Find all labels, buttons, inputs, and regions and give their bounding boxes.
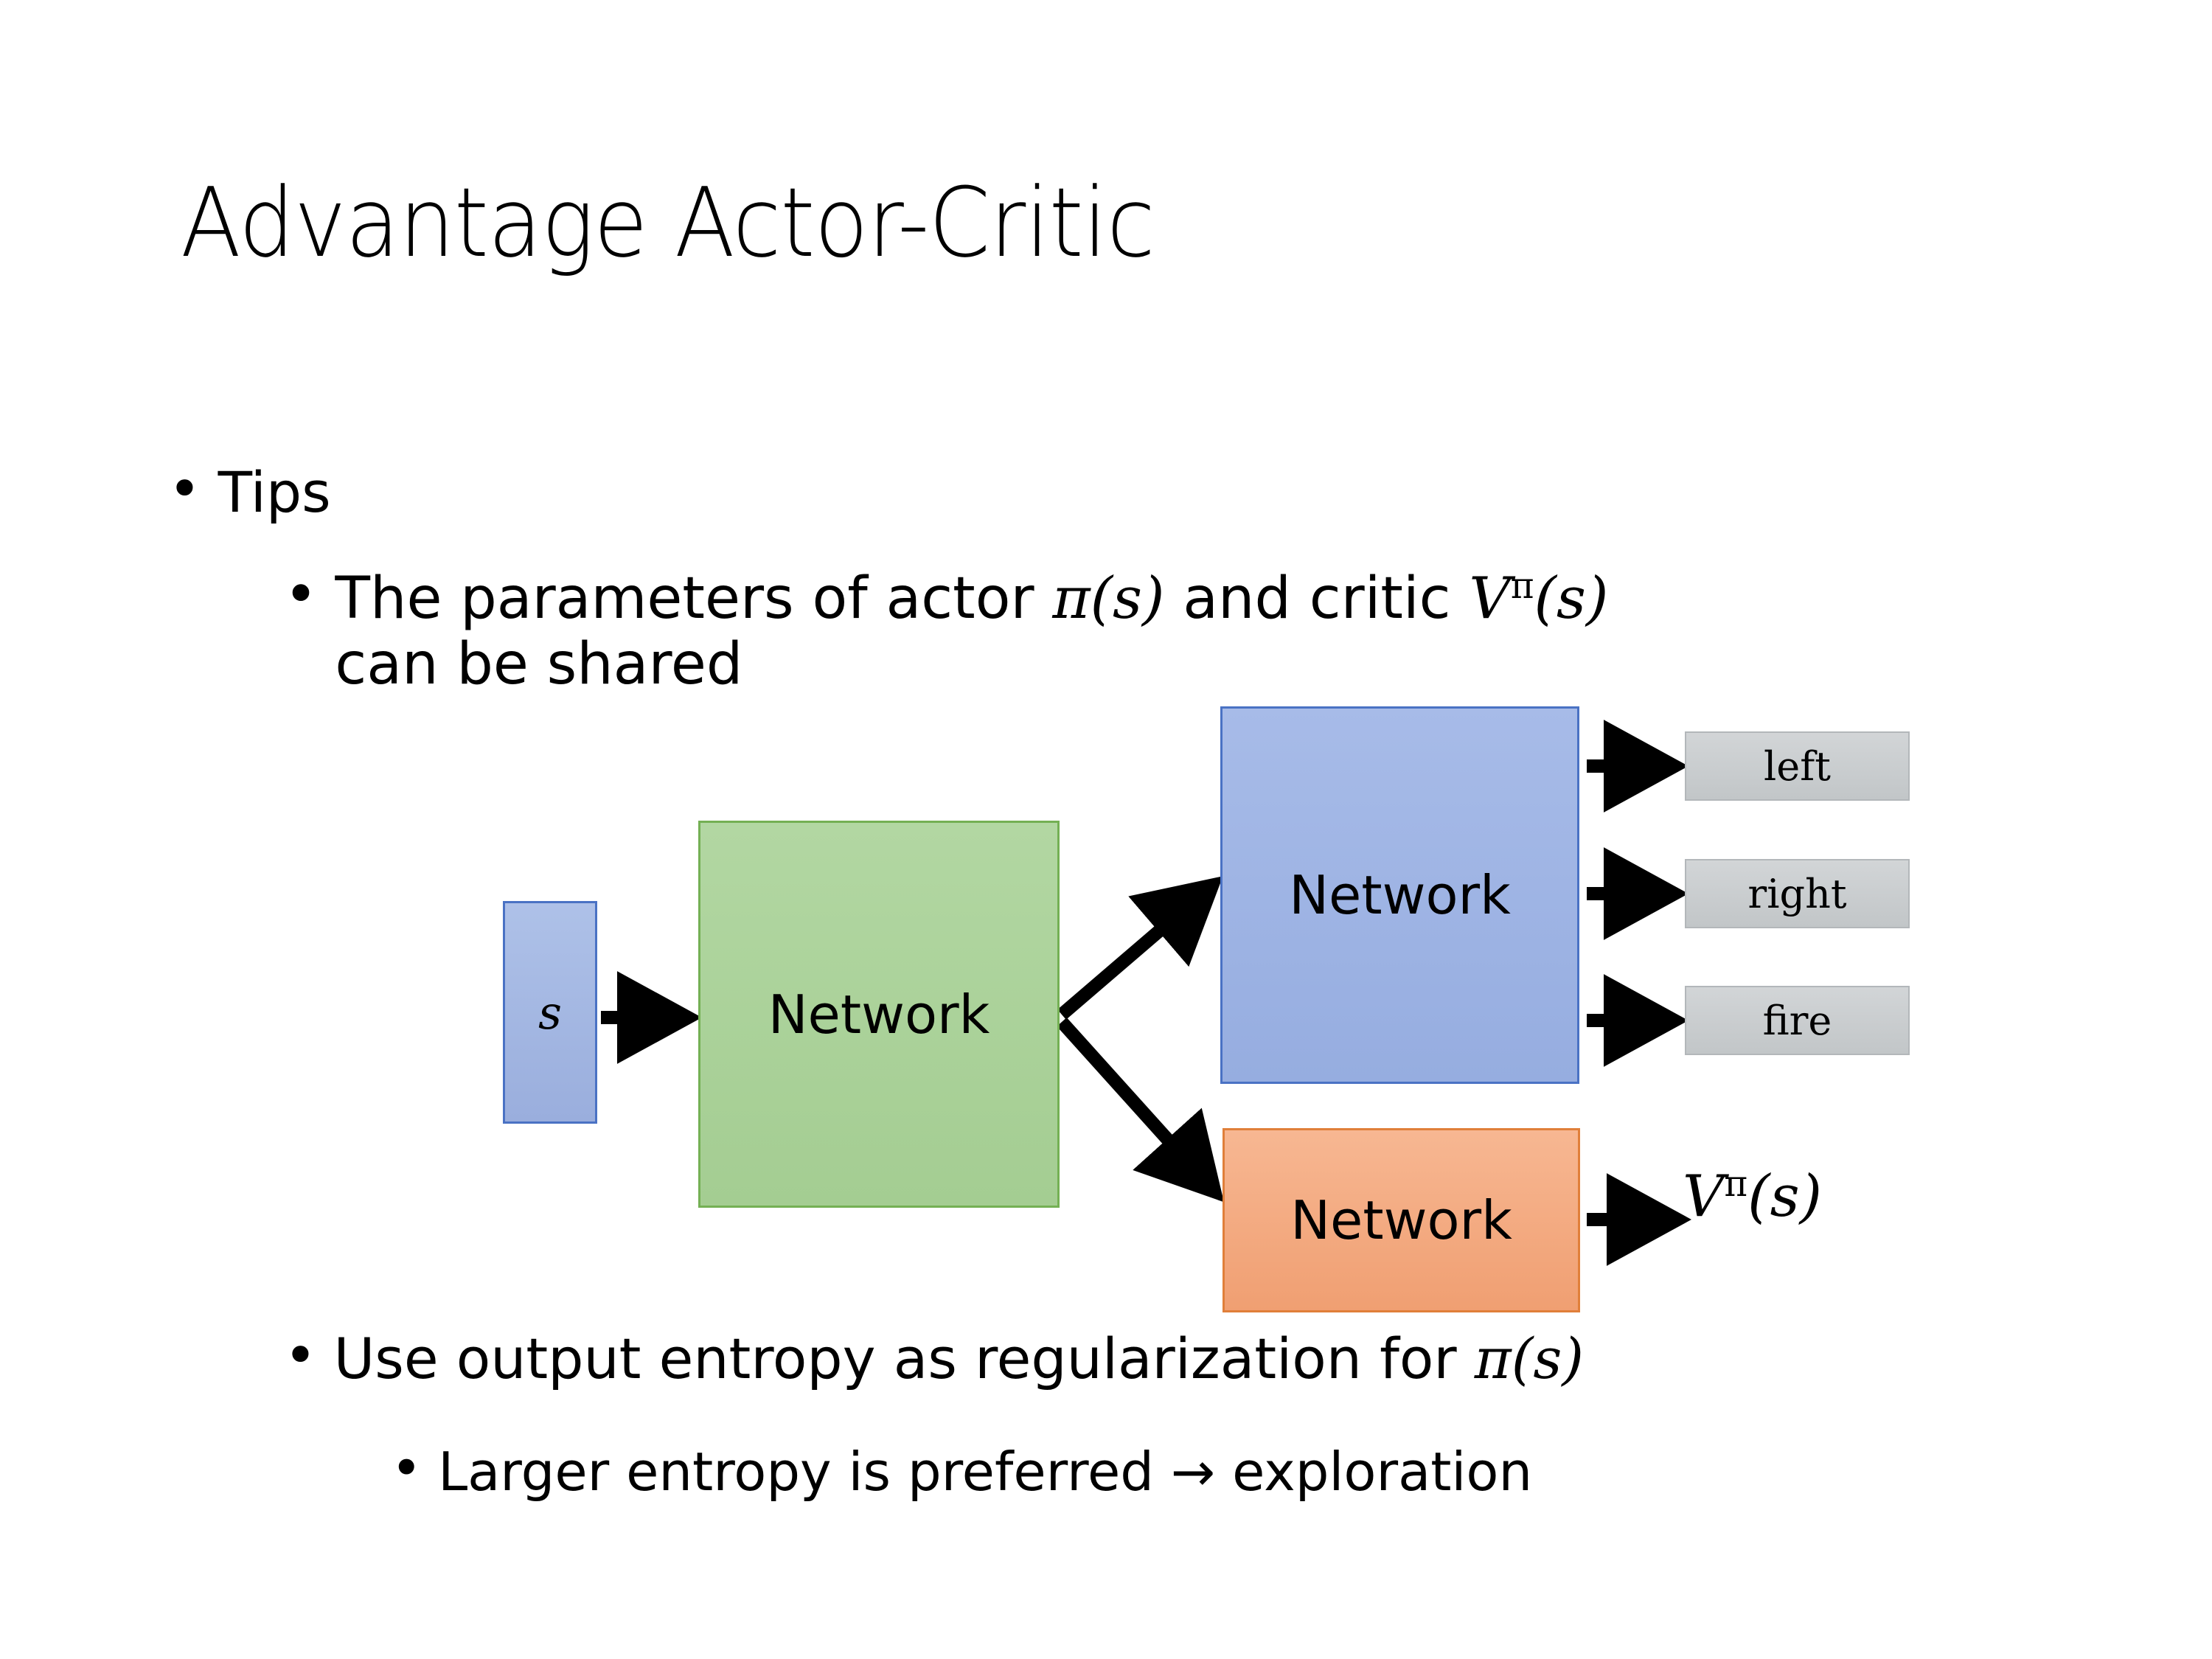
shared-text-part3: can be shared [335, 630, 743, 698]
arrow-shared-to-critic [1057, 1017, 1225, 1203]
bullet-marker: • [391, 1437, 422, 1499]
shared-network-box: Network [698, 821, 1060, 1208]
state-input-box: s [503, 901, 597, 1124]
value-output-superscript-pi: π [1724, 1164, 1748, 1205]
actor-network-box: Network [1220, 706, 1579, 1084]
math-critic-v: V [1469, 566, 1511, 632]
shared-network-label: Network [768, 983, 990, 1046]
bullet-shared-parameters: • The parameters of actor π(s) and criti… [284, 566, 1906, 698]
action-output-fire-label: fire [1762, 997, 1832, 1044]
shared-text-part2: and critic [1164, 566, 1470, 632]
value-output-base: V [1683, 1164, 1725, 1230]
math-critic-superscript-pi: π [1510, 566, 1534, 607]
value-output-label: Vπ(s) [1683, 1164, 1822, 1230]
math-actor-pi-s: π(s) [1052, 566, 1165, 632]
bullet-tips: • Tips [168, 456, 331, 525]
math-entropy-pi-s: π(s) [1474, 1326, 1585, 1391]
entropy-text: Use output entropy as regularization for [333, 1326, 1475, 1391]
shared-text-part1: The parameters of actor [335, 566, 1053, 632]
action-output-right: right [1685, 859, 1910, 928]
critic-network-label: Network [1290, 1189, 1512, 1251]
bullet-marker: • [284, 1322, 317, 1388]
bullet-larger-entropy-label: Larger entropy is preferred → exploratio… [438, 1441, 1533, 1503]
action-output-fire: fire [1685, 986, 1910, 1055]
bullet-marker: • [168, 456, 201, 521]
action-output-left-label: left [1764, 742, 1831, 790]
bullet-marker: • [284, 562, 319, 628]
action-output-left: left [1685, 731, 1910, 801]
page-title: Advantage Actor-Critic [181, 167, 1155, 279]
math-critic-arg: (s) [1534, 566, 1609, 632]
critic-network-box: Network [1222, 1128, 1580, 1312]
arrow-shared-to-actor [1057, 876, 1223, 1020]
state-label: s [538, 985, 562, 1040]
bullet-shared-text: The parameters of actor π(s) and critic … [335, 566, 1608, 698]
action-output-right-label: right [1747, 870, 1847, 917]
bullet-tips-label: Tips [218, 459, 331, 525]
bullet-larger-entropy: • Larger entropy is preferred → explorat… [391, 1441, 1532, 1502]
actor-network-label: Network [1289, 864, 1511, 926]
bullet-entropy-regularization: • Use output entropy as regularization f… [284, 1322, 1585, 1391]
bullet-entropy-text: Use output entropy as regularization for… [333, 1326, 1585, 1391]
value-output-arg: (s) [1747, 1164, 1823, 1230]
